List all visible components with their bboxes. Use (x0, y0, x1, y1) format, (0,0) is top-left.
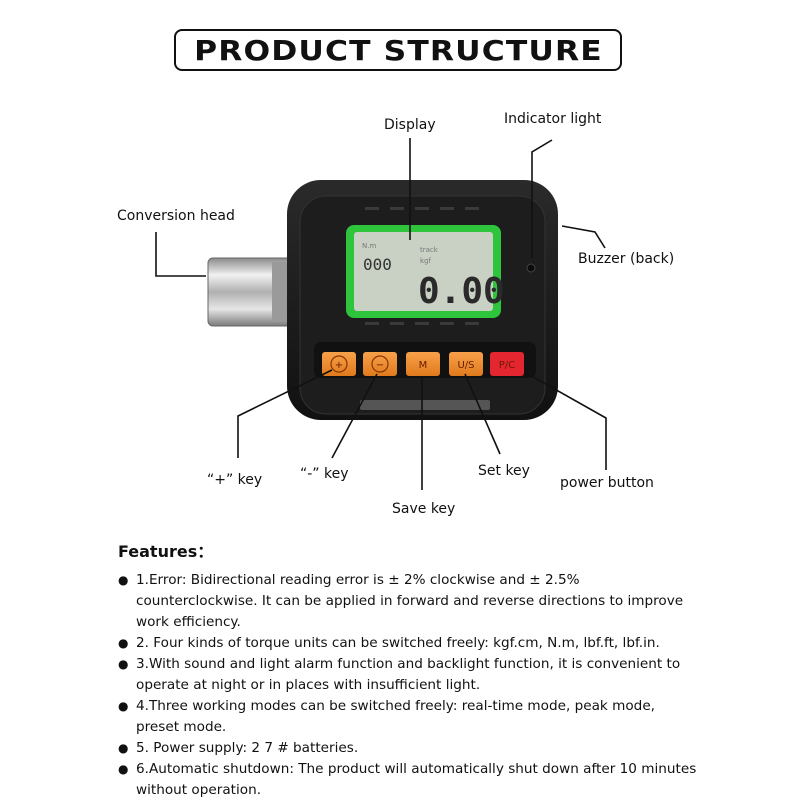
feature-text: 4.Three working modes can be switched fr… (136, 698, 655, 735)
svg-text:track: track (420, 246, 439, 254)
label-indicator-light: Indicator light (504, 111, 602, 127)
key-panel: + − M U/S P/C (314, 342, 536, 378)
feature-item: ● 5. Power supply: 2 7 # batteries. (118, 738, 698, 759)
minus-key[interactable]: − (363, 352, 397, 376)
power-key-label: P/C (499, 360, 515, 371)
svg-text:kgf: kgf (420, 257, 431, 265)
bullet-icon: ● (118, 762, 129, 776)
bullet-icon: ● (118, 699, 129, 713)
feature-text: 3.With sound and light alarm function an… (136, 656, 681, 693)
lcd-small-readout: 000 (363, 255, 392, 274)
bullet-icon: ● (118, 741, 129, 755)
set-key-label: U/S (457, 360, 474, 371)
plus-icon: + (335, 360, 343, 371)
feature-item: ● 3.With sound and light alarm function a… (118, 654, 698, 696)
set-key[interactable]: U/S (449, 352, 483, 376)
bullet-icon: ● (118, 573, 129, 587)
features-list: ● 1.Error: Bidirectional reading error is… (118, 570, 698, 801)
feature-item: ● 4.Three working modes can be switched f… (118, 696, 698, 738)
feature-item: ● 2. Four kinds of torque units can be sw… (118, 633, 698, 654)
title-box: PRODUCT STRUCTURE (174, 29, 622, 71)
conversion-head (207, 257, 298, 327)
label-conversion-head: Conversion head (117, 208, 235, 224)
feature-text: 6.Automatic shutdown: The product will a… (136, 761, 697, 798)
indicator-light (526, 263, 536, 273)
bullet-icon: ● (118, 657, 129, 671)
lcd-display: N.m track kgf 000 0.00 (346, 225, 505, 318)
power-key[interactable]: P/C (490, 352, 524, 376)
feature-item: ● 1.Error: Bidirectional reading error is… (118, 570, 698, 633)
features-title: Features： (118, 542, 214, 561)
feature-text: 5. Power supply: 2 7 # batteries. (136, 740, 359, 756)
feature-text: 2. Four kinds of torque units can be swi… (136, 635, 660, 651)
label-save-key: Save key (392, 501, 456, 517)
label-plus-key: “+” key (207, 472, 263, 488)
minus-icon: − (376, 360, 384, 371)
label-buzzer: Buzzer (back) (578, 251, 675, 267)
page-title: PRODUCT STRUCTURE (193, 33, 603, 67)
feature-item: ● 6.Automatic shutdown: The product will … (118, 759, 698, 801)
callout-lines (155, 138, 607, 490)
save-key-label: M (419, 360, 428, 371)
bullet-icon: ● (118, 636, 129, 650)
label-set-key: Set key (478, 463, 530, 479)
feature-text: 1.Error: Bidirectional reading error is … (136, 572, 684, 630)
svg-text:N.m: N.m (362, 242, 376, 250)
label-power-button: power button (560, 475, 654, 491)
save-key[interactable]: M (406, 352, 440, 376)
lcd-main-readout: 0.00 (418, 271, 505, 312)
label-display: Display (384, 117, 436, 133)
label-minus-key: “-” key (300, 466, 349, 482)
features-section: Features： ● 1.Error: Bidirectional readin… (118, 538, 698, 801)
